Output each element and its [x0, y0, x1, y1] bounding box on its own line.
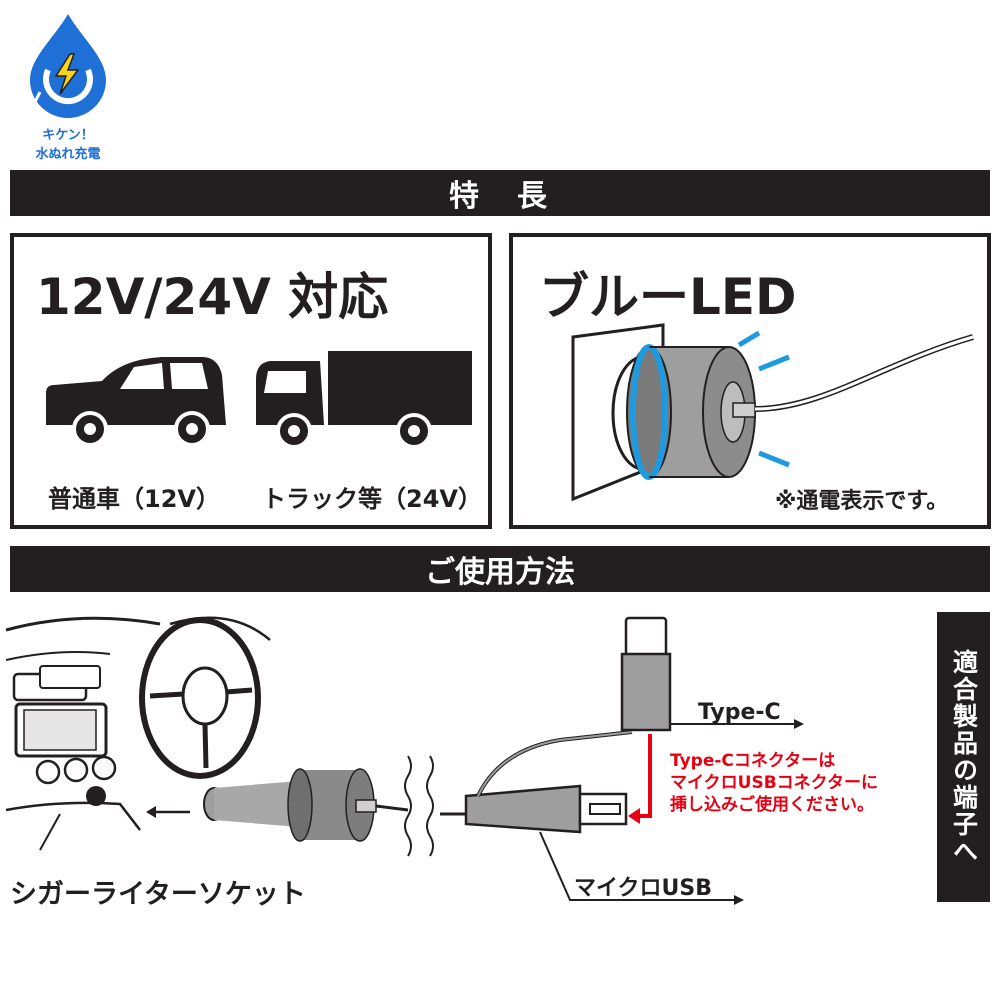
- notice-line-3: 挿し込みご使用ください。: [670, 795, 874, 815]
- usage-header: ご使用方法: [10, 546, 990, 592]
- car-label: 普通車（12V）: [48, 485, 220, 513]
- truck-label: トラック等（24V）: [262, 485, 482, 513]
- warning-badge: キケン！ 水ぬれ充電: [18, 10, 118, 162]
- typec-label: Type-C: [698, 700, 781, 725]
- notice-text: Type-Cコネクターは マイクロUSBコネクターに 挿し込みご使用ください。: [670, 750, 878, 816]
- truck-icon: [256, 351, 472, 449]
- led-charger-illustration: [571, 323, 974, 502]
- features-header: 特 長: [10, 170, 990, 216]
- water-drop-lightning-icon: [26, 14, 106, 118]
- notice-line-1: Type-Cコネクターは: [670, 751, 836, 771]
- led-title: ブルーLED: [539, 268, 797, 326]
- voltage-title: 12V/24V 対応: [36, 268, 389, 326]
- usage-header-text: ご使用方法: [425, 555, 575, 590]
- voltage-panel: 12V/24V 対応 普通車（12V） トラック等（24V）: [10, 233, 492, 529]
- micro-usb-label: マイクロUSB: [574, 876, 713, 901]
- notice-line-2: マイクロUSBコネクターに: [670, 773, 878, 793]
- badge-text-line1: キケン！: [42, 128, 94, 143]
- badge-text-line2: 水ぬれ充電: [35, 147, 101, 162]
- features-header-text: 特 長: [449, 179, 551, 214]
- usage-illustration: [5, 616, 804, 905]
- led-panel: ブルーLED ※通電表示です。: [509, 233, 991, 529]
- car-icon: [46, 357, 226, 445]
- led-note: ※通電表示です。: [775, 489, 949, 514]
- side-label-box: 適合製品の端子へ: [937, 612, 990, 902]
- side-label-text: 適合製品の端子へ: [949, 649, 979, 865]
- socket-label: シガーライターソケット: [10, 879, 306, 910]
